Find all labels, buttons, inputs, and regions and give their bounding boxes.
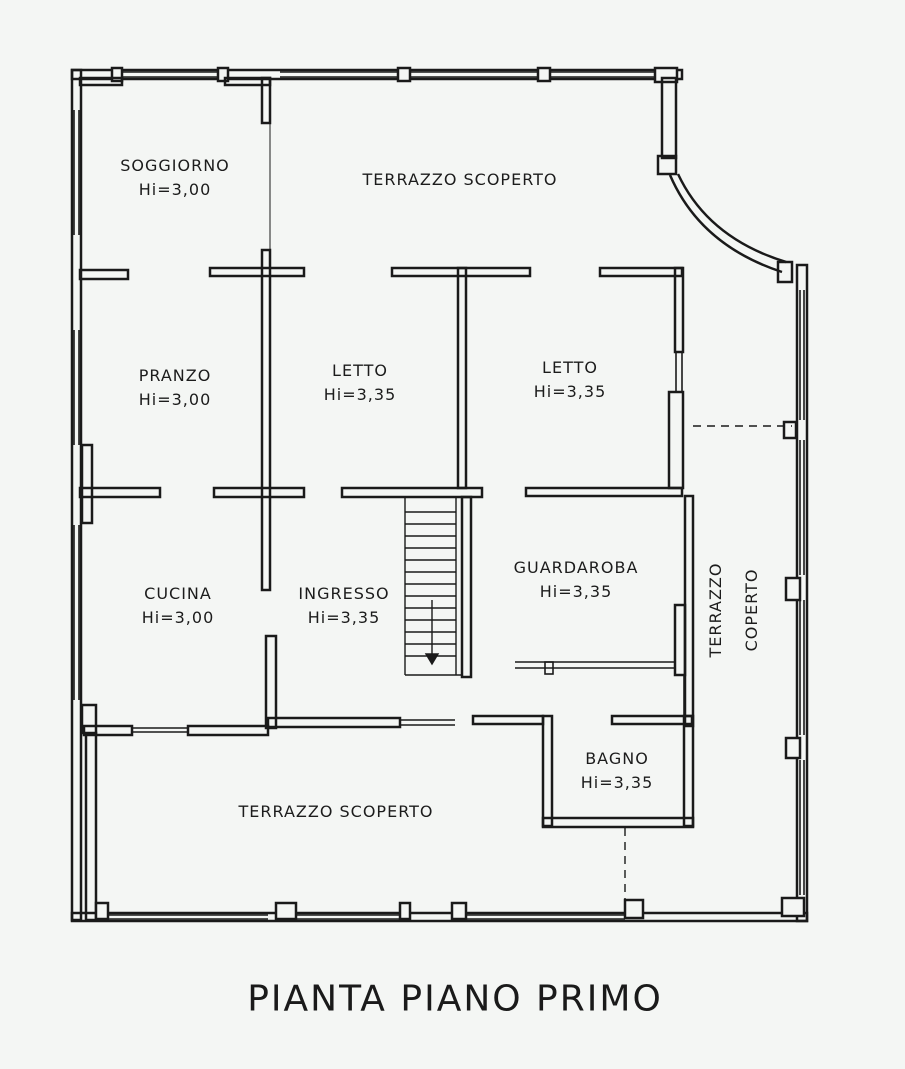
room-name: CUCINA (144, 584, 212, 603)
room-height: Hi=3,00 (138, 390, 212, 409)
room-height: Hi=3,35 (539, 582, 613, 601)
room-height: Hi=3,35 (323, 385, 397, 404)
room-name: LETTO (332, 361, 388, 380)
staircase (404, 497, 462, 676)
room-name: SOGGIORNO (120, 156, 230, 175)
room-height: Hi=3,00 (141, 608, 215, 627)
room-name: LETTO (542, 358, 598, 377)
plan-title: PIANTA PIANO PRIMO (247, 978, 663, 1020)
room-name: PRANZO (138, 366, 212, 385)
terrace-right-line-1: TERRAZZO (706, 562, 725, 658)
terrace-right-line-2: COPERTO (742, 568, 761, 652)
thin-lines (95, 120, 685, 905)
room-name: BAGNO (585, 749, 649, 768)
room-cucina-label: CUCINA Hi=3,00 (142, 582, 215, 630)
room-name: INGRESSO (298, 584, 390, 603)
room-bagno-label: BAGNO Hi=3,35 (581, 747, 654, 795)
room-soggiorno-label: SOGGIORNO Hi=3,00 (120, 154, 230, 202)
room-letto-2-label: LETTO Hi=3,35 (534, 356, 607, 404)
terrace-bottom-label: TERRAZZO SCOPERTO (238, 802, 434, 821)
room-guardaroba-label: GUARDAROBA Hi=3,35 (514, 556, 639, 604)
windows (73, 71, 805, 920)
room-height: Hi=3,35 (580, 773, 654, 792)
dashed-lines (624, 425, 792, 900)
room-ingresso-label: INGRESSO Hi=3,35 (298, 582, 389, 630)
room-pranzo-label: PRANZO Hi=3,00 (139, 364, 212, 412)
jamb-blocks (80, 66, 806, 921)
room-name: GUARDAROBA (513, 558, 639, 577)
interior-walls (78, 76, 695, 829)
room-letto-1-label: LETTO Hi=3,35 (324, 359, 397, 407)
room-height: Hi=3,00 (138, 180, 212, 199)
terrace-top-label: TERRAZZO SCOPERTO (362, 170, 558, 189)
curved-wall (660, 76, 787, 274)
terrace-right-label: TERRAZZO COPERTO (698, 563, 770, 658)
room-height: Hi=3,35 (307, 608, 381, 627)
room-height: Hi=3,35 (533, 382, 607, 401)
